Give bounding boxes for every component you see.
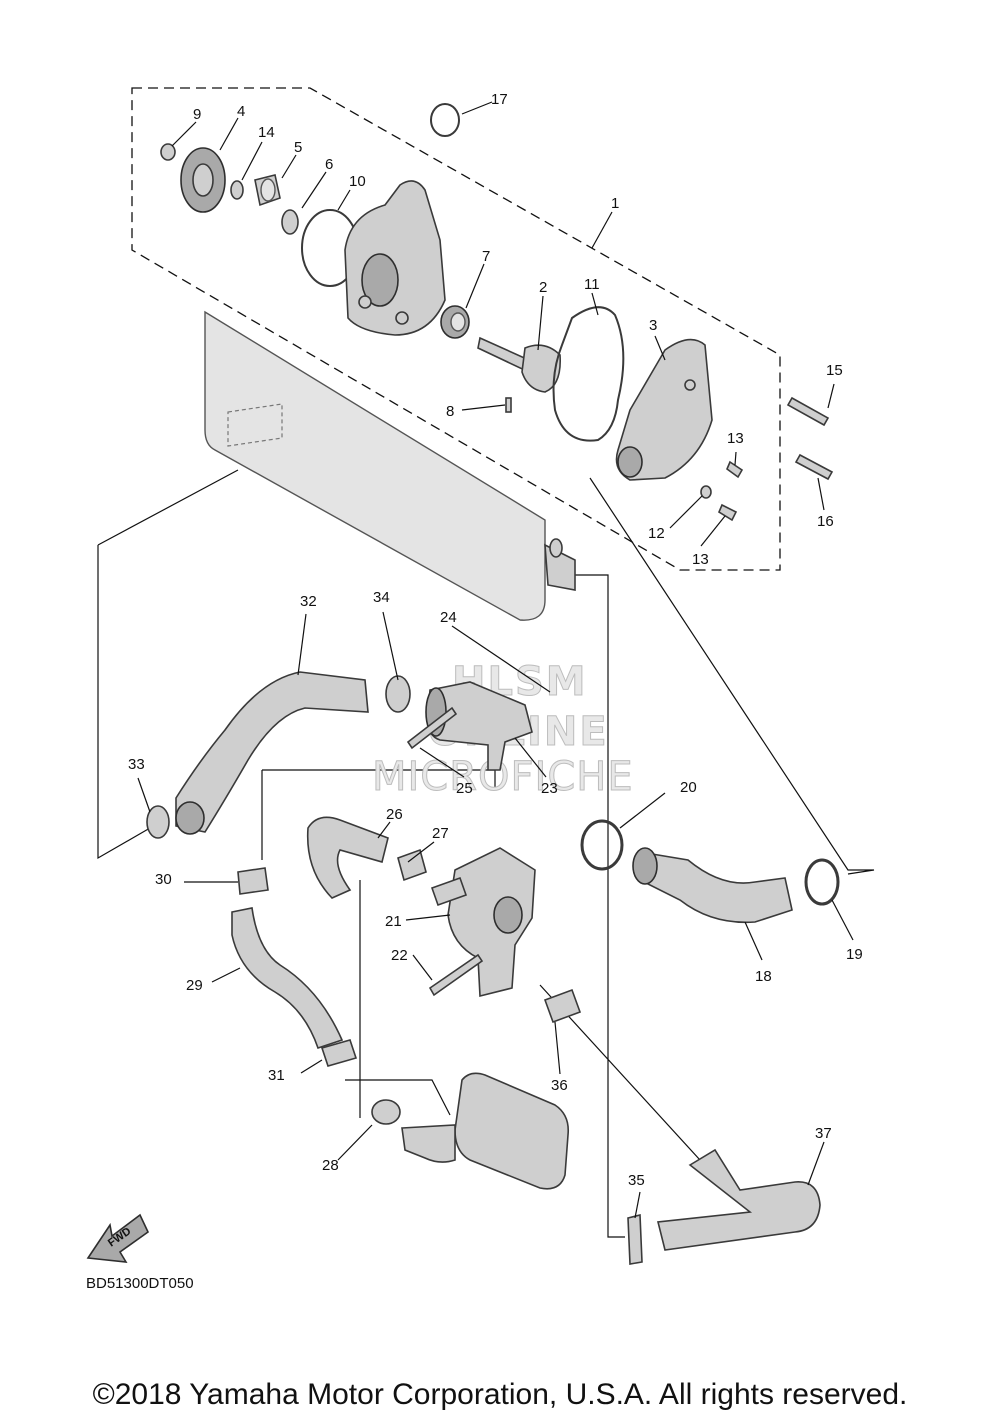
radiator bbox=[204, 310, 576, 621]
callout-2: 2 bbox=[539, 279, 547, 296]
clamp-31 bbox=[320, 1039, 358, 1067]
callout-33: 33 bbox=[128, 756, 145, 773]
callout-32: 32 bbox=[300, 593, 317, 610]
impeller-gear-4 bbox=[180, 147, 226, 213]
oil-cooler bbox=[401, 1072, 570, 1190]
bolt-16 bbox=[794, 453, 834, 481]
bolt-13a bbox=[726, 460, 744, 479]
circlip-9 bbox=[160, 143, 176, 161]
callout-7: 7 bbox=[482, 248, 490, 265]
watermark-line-1: HLSM bbox=[452, 659, 588, 705]
callout-28: 28 bbox=[322, 1157, 339, 1174]
callout-20: 20 bbox=[680, 779, 697, 796]
clamp-35 bbox=[627, 1213, 643, 1265]
callout-13b: 13 bbox=[692, 551, 709, 568]
impeller-shaft-2 bbox=[477, 336, 562, 393]
washer-14 bbox=[230, 180, 244, 200]
bolt-15 bbox=[786, 396, 830, 427]
callout-12: 12 bbox=[648, 525, 665, 542]
callout-4: 4 bbox=[237, 103, 245, 120]
callout-14: 14 bbox=[258, 124, 275, 141]
callout-leaders bbox=[137, 101, 854, 1219]
hose-18 bbox=[632, 847, 793, 924]
callout-8: 8 bbox=[446, 403, 454, 420]
callout-36: 36 bbox=[551, 1077, 568, 1094]
water-pump-assembly-boundary bbox=[131, 87, 781, 571]
callout-19: 19 bbox=[846, 946, 863, 963]
hose-37 bbox=[657, 1148, 821, 1251]
copyright-notice: ©2018 Yamaha Motor Corporation, U.S.A. A… bbox=[92, 1378, 908, 1411]
fwd-arrow: FWD bbox=[86, 1213, 150, 1263]
callout-11: 11 bbox=[584, 276, 600, 293]
callout-5: 5 bbox=[294, 139, 302, 156]
callout-23: 23 bbox=[541, 780, 558, 797]
callout-6: 6 bbox=[325, 156, 333, 173]
gasket-11 bbox=[552, 306, 625, 442]
washer-12 bbox=[700, 485, 712, 499]
diagram-code: BD51300DT050 bbox=[86, 1275, 194, 1292]
callout-31: 31 bbox=[268, 1067, 285, 1084]
circlip-17 bbox=[430, 103, 460, 137]
callout-13a: 13 bbox=[727, 430, 744, 447]
callout-18: 18 bbox=[755, 968, 772, 985]
callout-24: 24 bbox=[440, 609, 457, 626]
callout-27: 27 bbox=[432, 825, 449, 842]
callout-numbers: 1 2 3 4 5 6 7 8 9 10 11 12 13 13 14 15 1… bbox=[128, 91, 863, 1189]
hose-32 bbox=[175, 671, 369, 835]
callout-25: 25 bbox=[456, 780, 473, 797]
clamp-20 bbox=[580, 819, 624, 871]
callout-29: 29 bbox=[186, 977, 203, 994]
clamp-30 bbox=[237, 867, 269, 895]
clamp-36 bbox=[543, 988, 582, 1024]
clamp-19 bbox=[804, 858, 840, 906]
clamp-28 bbox=[371, 1099, 401, 1125]
clamp-34 bbox=[385, 675, 411, 713]
callout-16: 16 bbox=[817, 513, 834, 530]
seal-7 bbox=[440, 305, 470, 339]
callout-10: 10 bbox=[349, 173, 366, 190]
bearing-5 bbox=[254, 174, 281, 207]
callout-34: 34 bbox=[373, 589, 390, 606]
bolt-22 bbox=[428, 953, 484, 997]
hose-29 bbox=[231, 907, 344, 1050]
callout-37: 37 bbox=[815, 1125, 832, 1142]
callout-9: 9 bbox=[193, 106, 201, 123]
callout-21: 21 bbox=[385, 913, 402, 930]
callout-1: 1 bbox=[611, 195, 619, 212]
thermostat-21 bbox=[430, 847, 536, 998]
callout-35: 35 bbox=[628, 1172, 645, 1189]
pin-8 bbox=[505, 397, 512, 413]
oil-seal-6 bbox=[281, 209, 299, 235]
callout-22: 22 bbox=[391, 947, 408, 964]
water-pump-housing bbox=[344, 180, 446, 336]
bolt-13b bbox=[717, 503, 738, 522]
clamp-33 bbox=[146, 805, 170, 839]
callout-15: 15 bbox=[826, 362, 843, 379]
bolt-25 bbox=[406, 706, 458, 750]
clamp-27 bbox=[397, 848, 427, 882]
callout-30: 30 bbox=[155, 871, 172, 888]
watermark-line-3: MICROFICHE bbox=[372, 754, 634, 800]
callout-17: 17 bbox=[491, 91, 508, 108]
hose-26 bbox=[306, 816, 389, 899]
callout-26: 26 bbox=[386, 806, 403, 823]
callout-3: 3 bbox=[649, 317, 657, 334]
pump-cover-3 bbox=[615, 338, 713, 481]
